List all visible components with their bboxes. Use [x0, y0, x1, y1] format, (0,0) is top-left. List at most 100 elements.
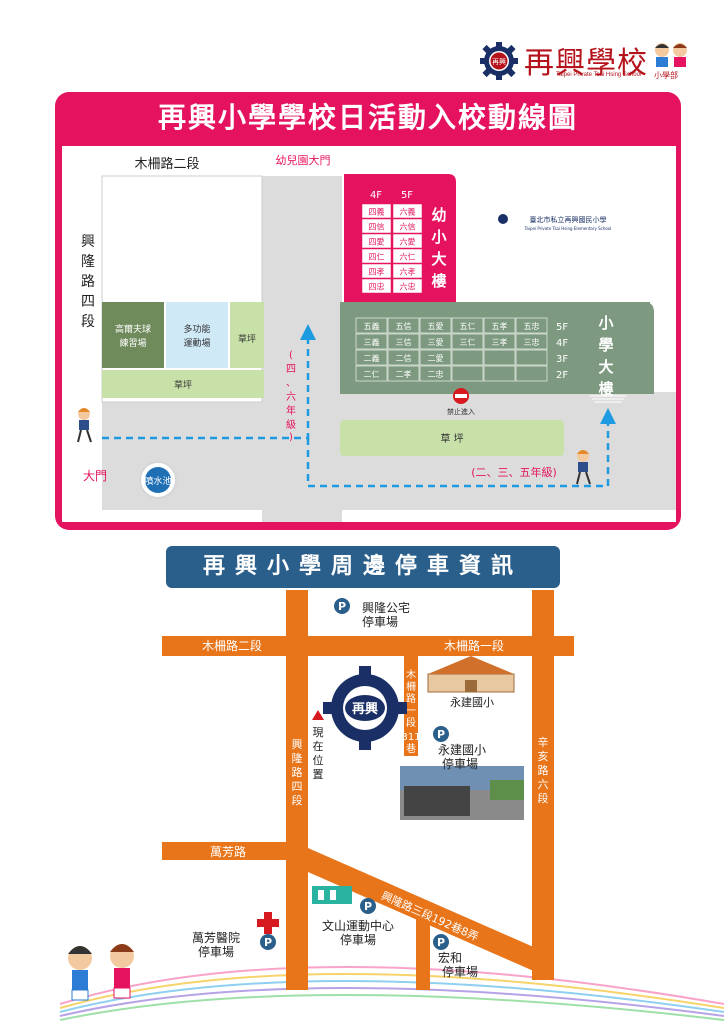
gym-label-1: 多功能: [183, 323, 210, 335]
kinder-floor-4f: 4F: [370, 190, 382, 201]
primary-class-label: 五仁: [460, 321, 476, 331]
primary-cell: [451, 365, 484, 382]
svg-text:置: 置: [313, 768, 324, 781]
svg-text:興: 興: [292, 738, 303, 751]
yongjian-school-label: 永建國小: [450, 695, 494, 709]
parking-p-icon: [433, 726, 449, 742]
gear-logo-icon: 再興: [480, 42, 518, 80]
svg-text:3F: 3F: [556, 354, 568, 365]
kinder-4f-class-label: 四孝: [369, 268, 385, 277]
svg-text:四: 四: [286, 364, 296, 375]
student-walking-right-icon: [576, 450, 591, 485]
no-entry-label: 禁止進入: [447, 407, 475, 416]
svg-text:樓: 樓: [431, 272, 446, 290]
svg-text:現: 現: [313, 726, 324, 739]
fountain: [145, 467, 171, 493]
school-gear-icon: 再興: [323, 666, 407, 750]
parking-p-label: P: [437, 728, 445, 741]
lawn-small: [230, 302, 264, 368]
primary-cell: [419, 349, 452, 366]
sports-center-icon: [312, 886, 352, 904]
kinder-4f-cell: [361, 218, 392, 234]
parking-p-icon: [360, 898, 376, 914]
svg-text:年: 年: [286, 404, 296, 417]
route-right-label: (二、三、五年級): [471, 465, 557, 479]
primary-class-label: 二仁: [364, 369, 380, 379]
svg-text:、: 、: [286, 378, 296, 389]
svg-text:四: 四: [81, 294, 95, 310]
route-left-label: (四、六年級): [286, 350, 296, 443]
kinder-4f-class-label: 四忠: [369, 283, 385, 292]
primary-class-label: 三仁: [460, 337, 476, 347]
parking-p-icon: [260, 934, 276, 950]
kinder-floor-5f: 5F: [401, 190, 413, 201]
primary-cell: [451, 333, 484, 350]
parking-wanfang-line2: 停車場: [198, 944, 234, 959]
kids-illustration-icon: [68, 944, 134, 1001]
svg-text:): ): [289, 432, 293, 443]
road-label-muzha2: 木柵路二段: [202, 638, 262, 653]
student-walking-left-icon: [77, 408, 92, 443]
kinder-classroom-grid: 四義六義四信六信四愛六愛四仁六仁四孝六孝四忠六忠: [361, 203, 423, 294]
lawn-center-label: 草 坪: [440, 432, 463, 445]
kinder-5f-class-label: 六忠: [400, 282, 416, 292]
primary-class-label: 五信: [396, 321, 412, 331]
decorative-rainbow: [59, 966, 724, 1021]
svg-text:幼: 幼: [431, 206, 446, 224]
school-badge-label: 再興: [352, 701, 378, 717]
parking-p-label: P: [338, 600, 346, 613]
primary-cell: [387, 333, 420, 350]
road-top-label: 木柵路二段: [134, 156, 199, 172]
road-xinglong: [286, 590, 308, 990]
lawn-small-label: 草坪: [238, 333, 256, 345]
primary-class-label: 二信: [396, 353, 412, 363]
lawn-left-label: 草坪: [174, 379, 192, 391]
current-location-icon: [312, 710, 324, 720]
svg-text:四: 四: [292, 780, 303, 793]
route-right: [306, 420, 610, 488]
primary-cell: [515, 365, 548, 382]
svg-text:段: 段: [292, 793, 303, 807]
campus-map-title: 再興小學學校日活動入校動線圖: [157, 101, 578, 134]
kinder-4f-cell: [361, 278, 392, 294]
parking-xinglong-line2: 停車場: [362, 614, 398, 629]
svg-text:大: 大: [431, 250, 446, 268]
svg-text:5F: 5F: [556, 322, 568, 333]
kinder-5f-cell: [392, 278, 423, 294]
parking-p-icon: [433, 934, 449, 950]
primary-cell: [483, 349, 516, 366]
svg-text:路: 路: [538, 764, 549, 777]
primary-cell: [483, 317, 516, 334]
parking-honghe-line1: 宏和: [438, 950, 462, 965]
svg-text:一: 一: [406, 706, 416, 717]
svg-text:學: 學: [598, 336, 613, 354]
svg-text:路: 路: [81, 274, 95, 290]
kinder-5f-cell: [392, 263, 423, 279]
primary-cell: [387, 365, 420, 382]
primary-cell: [355, 317, 388, 334]
svg-text:六: 六: [538, 778, 549, 791]
kinder-4f-class-label: 四仁: [369, 252, 385, 262]
primary-cell: [355, 349, 388, 366]
svg-text:位: 位: [313, 753, 324, 767]
kids-logo-icon: [655, 43, 687, 67]
road-label-wanfang: 萬芳路: [210, 844, 246, 859]
lawn-left: [102, 370, 264, 398]
kinder-5f-cell: [392, 218, 423, 234]
school-sign: 臺北市私立再興國民小學: [530, 215, 607, 224]
parking-map-title: 再興小學周邊停車資訊: [166, 546, 560, 588]
svg-text:小: 小: [598, 314, 613, 332]
gear-label: 再興: [492, 57, 506, 66]
road-xinhai: [532, 590, 554, 980]
arrow-up-right-icon: [600, 408, 616, 424]
road-lane-311: [404, 656, 418, 756]
primary-class-label: 二義: [364, 353, 380, 363]
kinder-4f-cell: [361, 203, 392, 219]
parking-honghe-line2: 停車場: [442, 964, 478, 979]
primary-class-label: 三忠: [524, 338, 540, 347]
